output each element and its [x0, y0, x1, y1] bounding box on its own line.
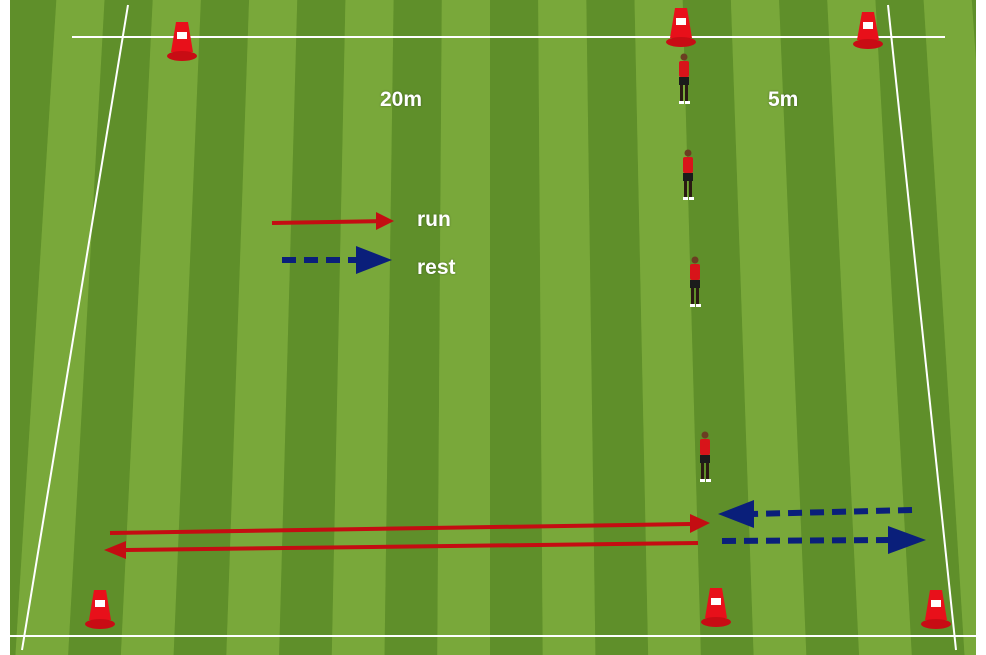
traffic-cone-icon — [853, 12, 883, 49]
grass-stripe — [779, 0, 860, 655]
grass-stripe — [827, 0, 912, 655]
grass-stripe — [490, 0, 543, 655]
grass-stripe — [68, 0, 153, 655]
traffic-cone-icon — [666, 8, 696, 47]
field-lines — [10, 4, 976, 651]
rest-arrow-back — [751, 507, 913, 517]
grass-stripe — [437, 0, 490, 655]
traffic-cone-icon — [167, 22, 197, 61]
grass-stripe — [226, 0, 298, 655]
grass-stripe — [173, 0, 250, 655]
left-line — [21, 4, 129, 651]
grass-stripe — [730, 0, 807, 655]
player-figure-icon — [690, 256, 701, 307]
arrow-head-icon — [718, 500, 754, 528]
players — [679, 53, 711, 482]
grass-stripe — [120, 0, 201, 655]
grass-stripe — [971, 0, 976, 61]
arrow-head-icon — [690, 514, 710, 533]
legend — [271, 212, 394, 274]
grass-stripe — [923, 0, 976, 655]
run-arrow-back — [124, 541, 699, 552]
player-figure-icon — [700, 431, 711, 482]
grass-stripe — [15, 0, 105, 655]
legend-rest-label: rest — [417, 256, 456, 279]
rest-arrow-out — [721, 537, 891, 544]
grass-stripe — [586, 0, 649, 655]
arrow-head-icon — [888, 526, 926, 554]
grass-stripe — [384, 0, 442, 655]
arrow-head-icon — [376, 212, 394, 230]
grass-stripe — [0, 0, 8, 655]
grass-stripe — [682, 0, 754, 655]
grass-stripe — [279, 0, 346, 655]
run-arrows — [104, 514, 710, 559]
grass-stripe — [331, 0, 394, 655]
grass-stripe — [10, 0, 57, 655]
run-arrow-out — [109, 522, 691, 535]
grass-stripe — [875, 0, 965, 655]
traffic-cone-icon — [701, 588, 731, 627]
distance-label-20m: 20m — [380, 88, 423, 111]
traffic-cone-icon — [85, 590, 115, 629]
cones — [85, 8, 951, 629]
right-line — [887, 4, 957, 651]
arrow-head-icon — [104, 541, 126, 559]
arrow-head-icon — [356, 246, 392, 274]
distance-label-5m: 5m — [768, 88, 799, 111]
player-figure-icon — [683, 149, 694, 200]
run-legend-arrow — [271, 219, 389, 225]
legend-run-label: run — [417, 208, 451, 231]
player-figure-icon — [679, 53, 690, 104]
rest-arrows — [718, 500, 926, 554]
grass-stripe — [538, 0, 596, 655]
traffic-cone-icon — [921, 590, 951, 629]
